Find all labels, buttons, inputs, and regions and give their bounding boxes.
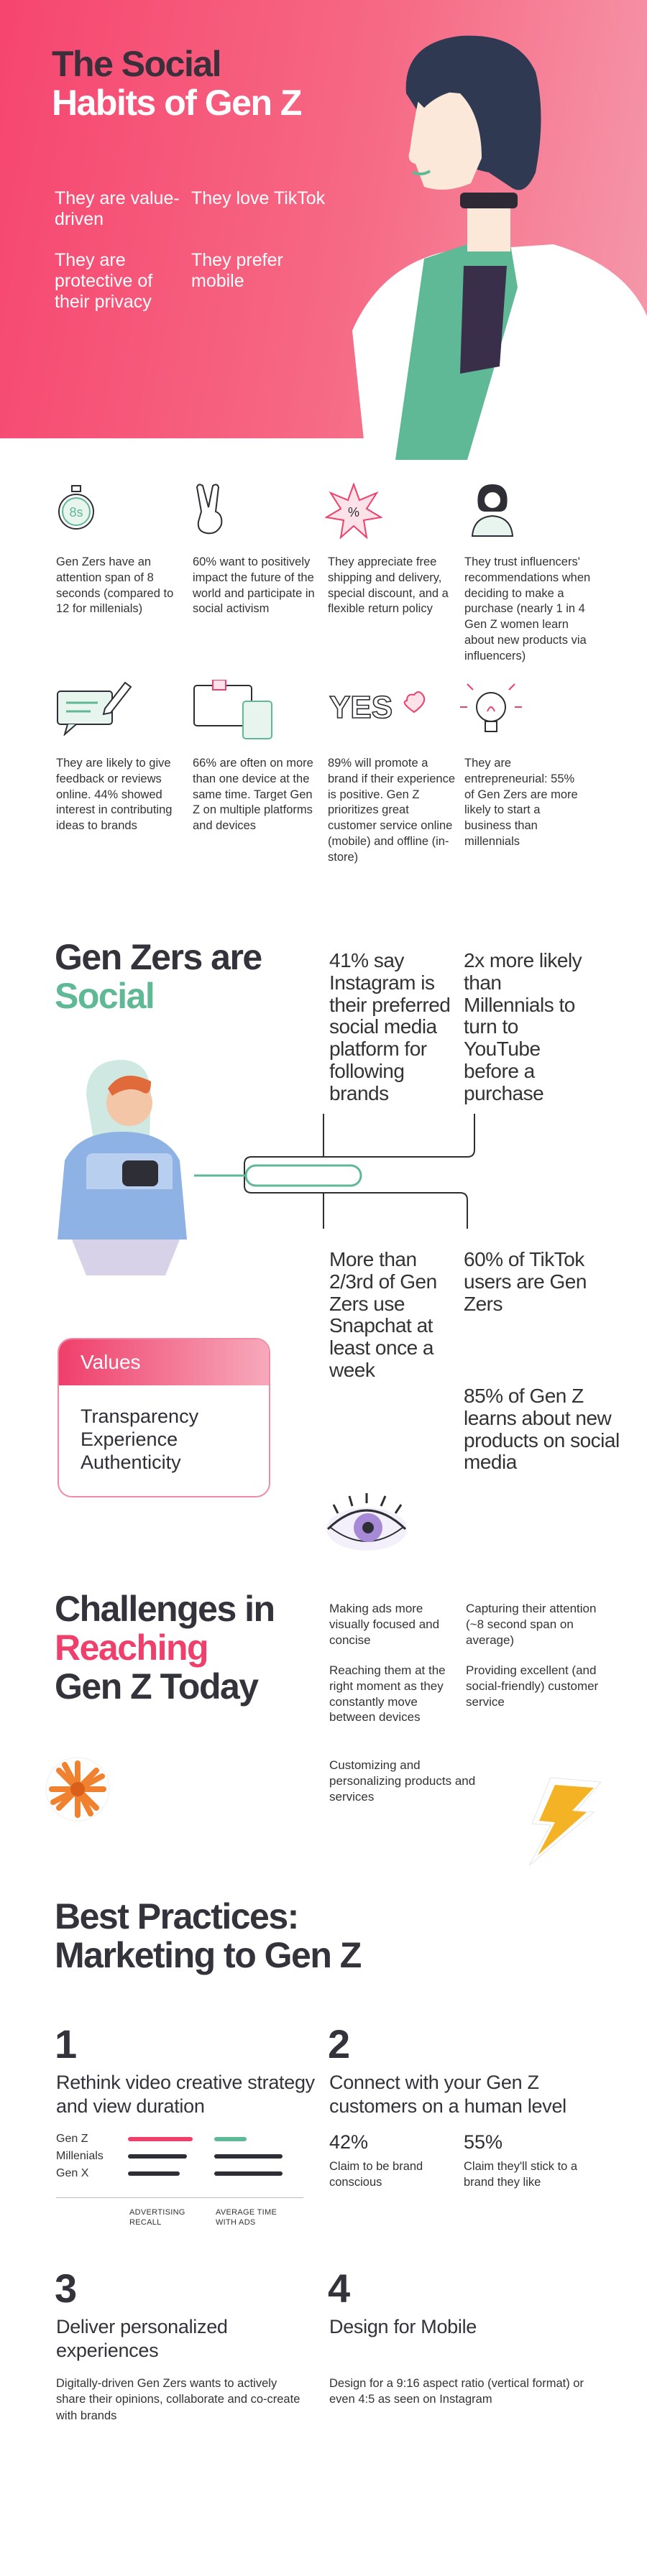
stat-feedback: They are likely to give feedback or revi… [56,757,173,833]
hero-woman-illustration [352,35,647,467]
legend-gen-z: Gen Z [56,2133,88,2145]
bar-gen-x-time [214,2171,283,2176]
legend-millenials: Millenials [56,2150,104,2162]
practice-heading: Rethink video creative strategy and view… [56,2072,315,2117]
practice-heading: Deliver personalized experiences [56,2316,228,2361]
peace-hand-icon [196,484,223,535]
value-item: Transparency [81,1405,199,1427]
stat-multiple-devices: 66% are often on more than one device at… [193,757,313,833]
value-item: Authenticity [81,1451,181,1473]
lightning-bolt-icon [528,1777,602,1866]
value-item: Experience [81,1428,178,1450]
values-list: Transparency Experience Authenticity [59,1385,269,1474]
svg-text:YES: YES [329,690,393,725]
bar-millenials-recall [128,2154,187,2159]
challenge-item: Making ads more visually focused and con… [329,1602,440,1647]
challenge-item: Providing excellent (and social-friendly… [466,1663,599,1709]
bar-gen-x-recall [128,2171,180,2176]
practice-number: 2 [328,2021,351,2067]
social-title-line2: Social [55,976,155,1016]
best-practices-title-line2: Marketing to Gen Z [55,1935,362,1975]
trait-value-driven: They are value-driven [55,188,180,229]
stat-social-activism: 60% want to positively impact the future… [193,555,315,616]
eye-icon [326,1493,407,1551]
challenges-title-line2: Reaching [55,1628,209,1668]
trait-mobile: They prefer mobile [191,250,283,291]
practice-body: Design for a 9:16 aspect ratio (vertical… [329,2377,584,2406]
recall-time-bars [128,2137,283,2176]
trait-privacy: They are protective of their privacy [55,250,153,312]
practice-heading: Connect with your Gen Z customers on a h… [329,2072,566,2117]
social-fact-instagram: 41% say Instagram is their preferred soc… [329,949,451,1104]
chart-baseline [56,2197,303,2198]
brand-loyal-label: Claim they'll stick to a brand they like [464,2160,578,2189]
values-card-title: Values [59,1339,269,1385]
svg-text:8s: 8s [69,505,83,520]
svg-text:%: % [348,505,359,520]
influencer-avatar-icon [471,484,514,537]
brand-conscious-value: 42% [329,2131,369,2153]
social-fact-snapchat: More than 2/3rd of Gen Zers use Snapchat… [329,1248,437,1381]
practice-number: 4 [328,2266,351,2311]
percent-badge-icon: % [325,483,382,540]
stat-attention-span: Gen Zers have an attention span of 8 sec… [56,555,174,616]
bar-millenials-time [214,2154,283,2159]
social-title-line1: Gen Zers are [55,937,262,977]
values-card: Values Transparency Experience Authentic… [58,1338,270,1497]
stat-promote-brand: 89% will promote a brand if their experi… [328,757,456,864]
page-title: The Social Habits of Gen Z [52,45,354,122]
multi-device-icon [193,680,272,739]
brand-conscious-label: Claim to be brand conscious [329,2160,423,2189]
stat-entrepreneurial: They are entrepreneurial: 55% of Gen Zer… [464,757,578,848]
challenges-section-title: Challenges in Reaching Gen Z Today [55,1589,275,1706]
axis-label-recall: ADVERTISING RECALL [129,2208,185,2228]
lightbulb-icon [460,683,522,732]
yes-heart-icon: YES [329,689,426,726]
recall-time-chart: Gen Z Millenials Gen X ADVERTISING RECAL… [56,2131,308,2246]
stat-shipping-discount: They appreciate free shipping and delive… [328,555,449,616]
challenges-title-line3: Gen Z Today [55,1666,259,1707]
bar-gen-z-time [214,2137,247,2141]
stopwatch-icon: 8s [58,485,94,530]
sunburst-sticker-icon [45,1757,110,1822]
social-fact-youtube: 2x more likely than Millennials to turn … [464,949,582,1104]
axis-label-time: AVERAGE TIME WITH ADS [216,2208,277,2228]
social-fact-new-products: 85% of Gen Z learns about new products o… [464,1385,620,1474]
teen-hoodie-illustration [58,1060,187,1275]
brand-loyal-value: 55% [464,2131,503,2153]
challenge-item: Reaching them at the right moment as the… [329,1663,446,1725]
social-section-title: Gen Zers are Social [55,938,262,1015]
challenges-title-line1: Challenges in [55,1589,275,1629]
bar-gen-z-recall [128,2137,193,2141]
social-connector-lines [194,1114,475,1229]
feedback-chat-icon [57,681,132,736]
page-title-line2: Habits of Gen Z [52,83,302,123]
best-practices-title-line1: Best Practices: [55,1896,299,1936]
practice-body: Digitally-driven Gen Zers wants to activ… [56,2377,300,2422]
trait-tiktok: They love TikTok [191,188,326,208]
practice-number: 1 [55,2021,78,2067]
page-title-line1: The Social [52,44,222,84]
practice-number: 3 [55,2266,78,2311]
stat-influencers: They trust influencers' recommendations … [464,555,591,663]
practice-heading: Design for Mobile [329,2316,477,2337]
social-fact-tiktok: 60% of TikTok users are Gen Zers [464,1248,587,1315]
best-practices-title: Best Practices: Marketing to Gen Z [55,1896,362,1975]
legend-gen-x: Gen X [56,2167,89,2179]
challenge-item: Capturing their attention (~8 second spa… [466,1602,597,1647]
challenge-item: Customizing and personalizing products a… [329,1758,476,1804]
